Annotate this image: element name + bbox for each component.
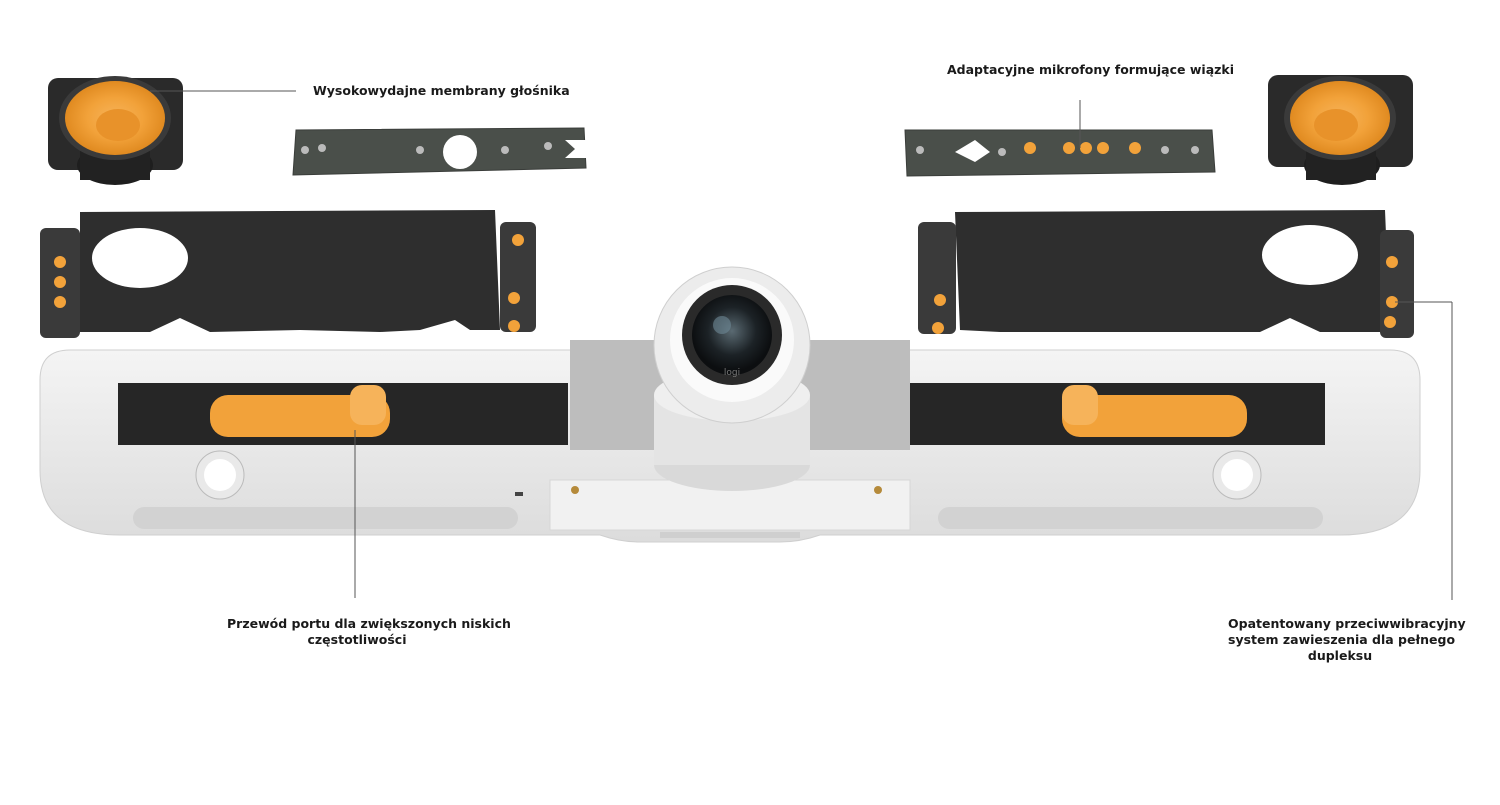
left-speaker-driver: [48, 76, 183, 185]
callout-suspension-line1: Opatentowany przeciwwibracyjny: [1228, 616, 1466, 631]
callout-beamforming-mics: Adaptacyjne mikrofony formujące wiązki: [947, 62, 1234, 78]
callout-speaker-membranes: Wysokowydajne membrany głośnika: [313, 83, 570, 99]
callout-speaker-membranes-text: Wysokowydajne membrany głośnika: [313, 83, 570, 98]
callout-suspension-line2: system zawieszenia dla pełnego: [1228, 632, 1456, 647]
camera-module: [653, 266, 811, 491]
callout-suspension: Opatentowany przeciwwibracyjny system za…: [1228, 616, 1466, 664]
callout-port-duct-line2: częstotliwości: [307, 632, 407, 647]
callout-port-duct-line1: Przewód portu dla zwiększonych niskich: [227, 616, 511, 631]
logi-logo: logi: [724, 368, 740, 378]
right-port-tube: [1062, 385, 1247, 437]
left-circuit-board: [292, 127, 587, 176]
callout-beamforming-mics-text: Adaptacyjne mikrofony formujące wiązki: [947, 62, 1234, 77]
callout-port-duct: Przewód portu dla zwiększonych niskich c…: [227, 616, 511, 648]
leader-lines: [150, 90, 1453, 600]
right-speaker-driver: [1268, 75, 1413, 185]
left-acoustic-housing: [40, 210, 536, 338]
right-acoustic-housing: [918, 210, 1414, 338]
right-circuit-board: [904, 129, 1216, 177]
left-port-tube: [210, 385, 390, 437]
callout-suspension-line3: dupleksu: [1307, 648, 1373, 663]
